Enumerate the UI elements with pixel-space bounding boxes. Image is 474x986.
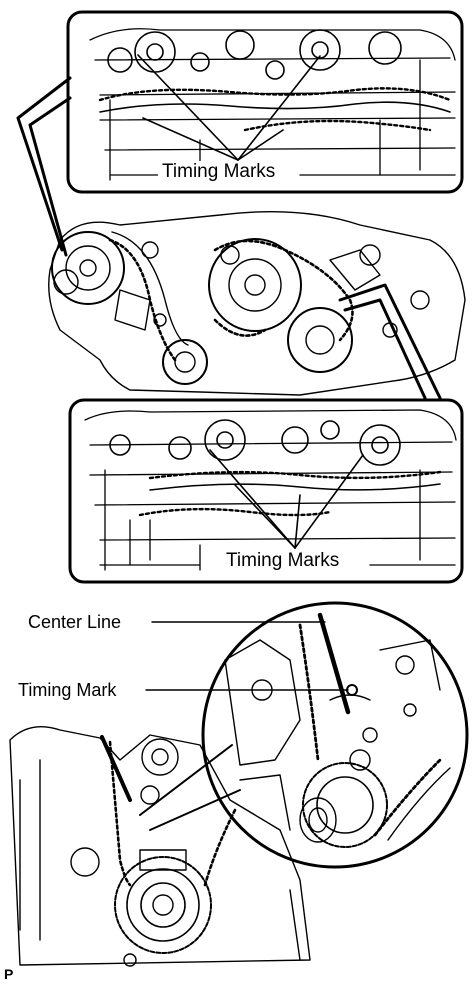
bottom-callout [68, 398, 464, 584]
timing-marks-bottom-label: Timing Marks [222, 550, 344, 572]
right-cam-gear [287, 307, 353, 373]
bottom-callout-leader [338, 283, 442, 400]
center-cam-gear [208, 238, 302, 332]
timing-marks-top-label: Timing Marks [158, 161, 280, 183]
center-line-label: Center Line [28, 612, 124, 632]
timing-mark-label: Timing Mark [18, 680, 119, 700]
crank-sprocket [114, 856, 212, 954]
bottom-callout-frame [68, 398, 464, 584]
center-line-mark-zoom [317, 612, 351, 715]
crank-timing-chain [108, 740, 132, 887]
top-callout-frame [66, 10, 464, 194]
bottom-chain [148, 470, 442, 480]
zoom-detail [201, 601, 469, 869]
figure-code: P [4, 966, 14, 982]
top-callout-leader [16, 76, 72, 252]
bottom-timing-mark-pointers [209, 449, 364, 549]
zoom-sprocket [302, 762, 388, 848]
left-timing-chain [108, 238, 177, 362]
top-chain [98, 87, 452, 102]
right-timing-chain [213, 239, 354, 342]
top-timing-mark-pointers [137, 54, 321, 161]
left-pulley [51, 231, 125, 305]
crankshaft-view [9, 726, 311, 967]
engine-front-view [48, 210, 466, 400]
center-line-mark-lower [100, 735, 132, 802]
zoom-circle-frame [201, 601, 469, 869]
top-callout [16, 10, 464, 257]
